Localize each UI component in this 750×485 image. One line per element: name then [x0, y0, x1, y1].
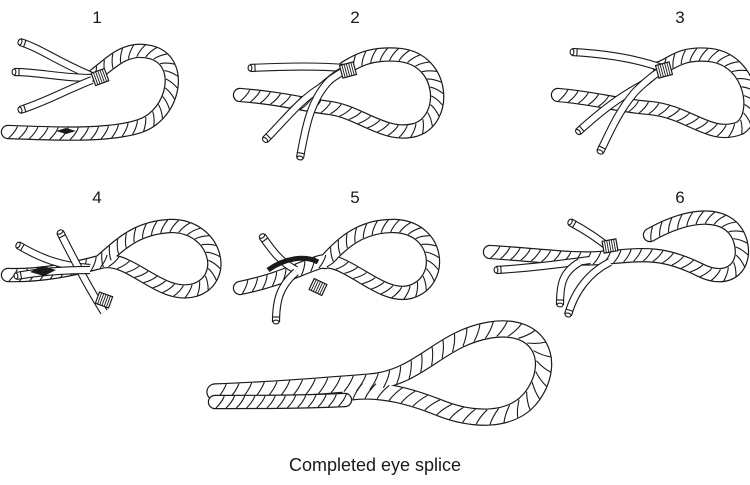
completed-rope-eye	[215, 321, 551, 424]
completed-eye-splice-caption: Completed eye splice	[0, 455, 750, 476]
step-5-rope	[240, 220, 439, 299]
strand-end-cap	[248, 65, 252, 71]
step-5-illustration	[240, 220, 439, 324]
step-2-rope	[240, 48, 443, 137]
step-2-strand-a	[248, 64, 345, 72]
strand-end-cap	[494, 267, 498, 273]
whipping-binding	[340, 62, 357, 78]
whipping-binding	[309, 279, 327, 296]
completed-splice-illustration	[215, 321, 551, 424]
strand-end-cap	[12, 69, 16, 75]
rope-body	[8, 51, 172, 134]
whipping-binding	[656, 62, 673, 78]
step-2-illustration	[240, 48, 443, 160]
step-3-illustration	[558, 48, 750, 155]
step-1-illustration	[8, 39, 178, 140]
rope-body	[215, 400, 345, 402]
completed-rope-tail	[215, 394, 346, 408]
strand-body	[20, 80, 92, 110]
step-6-illustration	[490, 212, 748, 318]
strand-end-cap	[297, 156, 304, 161]
strand-end-cap	[14, 273, 19, 280]
step-4-illustration	[8, 220, 220, 312]
whipping-binding	[602, 239, 618, 253]
strand-end-cap	[557, 303, 563, 307]
splice-steps-group	[8, 39, 750, 425]
strand-end-cap	[273, 320, 279, 324]
step-1-rope	[8, 45, 178, 140]
step-1-strand-c	[17, 80, 92, 113]
strand-end-cap	[570, 49, 574, 55]
step-3-strand-a	[570, 48, 662, 68]
strand-body	[250, 67, 345, 69]
strand-whipped-end	[501, 266, 502, 274]
